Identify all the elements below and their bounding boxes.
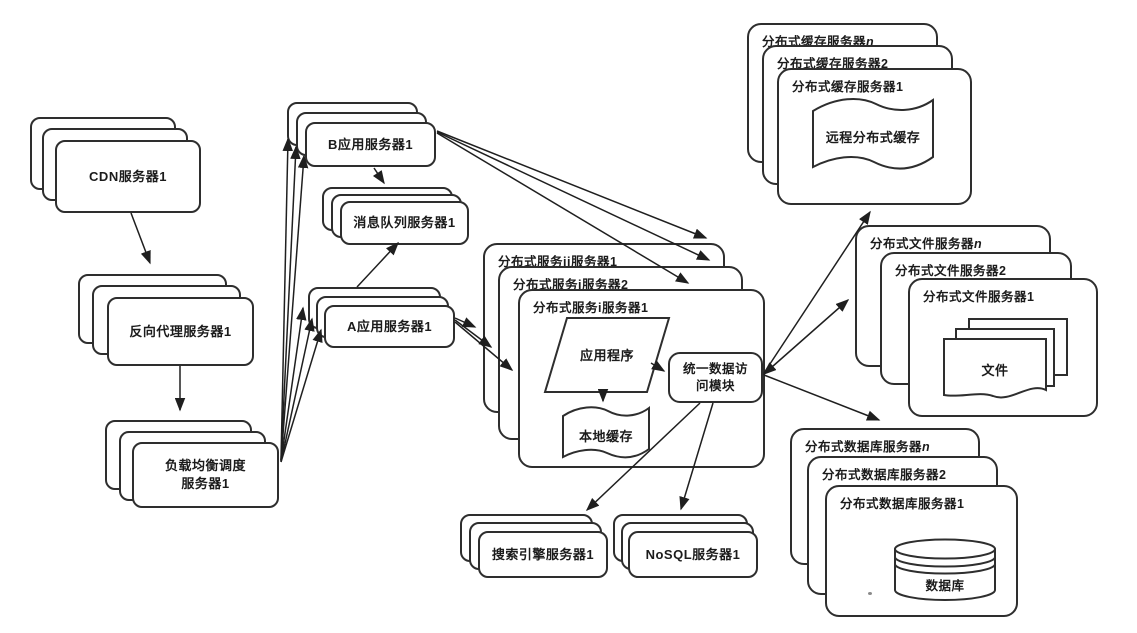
db-card-1-label: 分布式数据库服务器1 — [840, 497, 965, 511]
arrow-b-to-mq — [372, 167, 385, 185]
arrow-lb-to-b3 — [280, 154, 309, 462]
file-card-n-label: 分布式文件服务器n — [870, 237, 983, 251]
file-card-2-label: 分布式文件服务器2 — [895, 264, 1007, 278]
app-b-label: B应用服务器1 — [327, 136, 414, 152]
arrow-lb-to-b2 — [280, 145, 301, 461]
load-balancer-card-front: 负载均衡调度 服务器1 — [132, 442, 279, 508]
search-card-front: 搜索引擎服务器1 — [478, 531, 608, 578]
remote-cache-shape — [812, 98, 934, 170]
nosql-card-front: NoSQL服务器1 — [628, 531, 758, 578]
data-access-label: 统一数据访 问模块 — [682, 361, 748, 393]
reverse-proxy-label: 反向代理服务器1 — [129, 323, 232, 339]
app-b-card-front: B应用服务器1 — [305, 122, 436, 167]
db-card-n-label: 分布式数据库服务器n — [805, 440, 931, 454]
scan-artifact-dot — [868, 592, 872, 595]
app-a-card-front: A应用服务器1 — [324, 305, 455, 348]
arrow-lb-to-a3 — [280, 328, 323, 463]
cache-card-1-label: 分布式缓存服务器1 — [792, 80, 904, 94]
database-label: 数据库 — [925, 579, 965, 593]
cdn-stack-card-front: CDN服务器1 — [55, 140, 201, 213]
search-label: 搜索引擎服务器1 — [491, 546, 595, 562]
reverse-proxy-card-front: 反向代理服务器1 — [107, 297, 254, 366]
files-label: 文件 — [981, 363, 1009, 378]
message-queue-card-front: 消息队列服务器1 — [340, 201, 469, 245]
service-inner-label: 分布式服务i服务器1 — [533, 301, 649, 315]
cdn-label: CDN服务器1 — [89, 168, 167, 184]
application-parallelogram — [543, 317, 671, 393]
application-label: 应用程序 — [579, 348, 634, 363]
arrow-module-to-db — [763, 374, 881, 421]
arrow-b-to-service-outer — [436, 130, 708, 239]
arrow-module-to-files — [762, 299, 850, 375]
arrow-a-to-mq — [356, 241, 400, 288]
arrow-lb-to-b1 — [280, 137, 293, 461]
db-card-2-label: 分布式数据库服务器2 — [822, 468, 947, 482]
message-queue-label: 消息队列服务器1 — [353, 215, 456, 231]
cache-card-2-label: 分布式缓存服务器2 — [777, 57, 889, 71]
remote-cache-label: 远程分布式缓存 — [825, 130, 921, 145]
arrow-cdn-to-proxy — [130, 212, 151, 265]
arrow-b-to-service-mid — [436, 131, 711, 261]
arrow-a-to-service-outer — [454, 317, 477, 328]
file-card-1-label: 分布式文件服务器1 — [923, 290, 1035, 304]
load-balancer-label: 负载均衡调度 服务器1 — [164, 458, 246, 491]
files-shape — [943, 318, 1068, 399]
arrow-lb-to-a1 — [280, 306, 307, 462]
data-access-module: 统一数据访 问模块 — [668, 352, 763, 403]
arrow-lb-to-a2 — [280, 317, 315, 463]
nosql-label: NoSQL服务器1 — [645, 546, 741, 562]
database-cylinder — [894, 538, 996, 601]
local-cache-label: 本地缓存 — [578, 429, 633, 444]
app-a-label: A应用服务器1 — [346, 318, 433, 334]
